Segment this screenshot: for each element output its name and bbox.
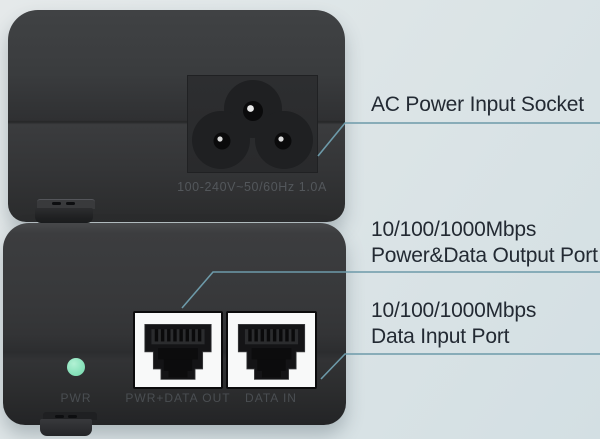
rj45-jack-icon: [237, 324, 306, 380]
voltage-rating-label: 100-240V~50/60Hz 1.0A: [177, 180, 327, 194]
power-led-indicator: [67, 358, 85, 376]
leader-line-input-port: [320, 353, 600, 380]
annotation-data-input-port: 10/100/1000Mbps Data Input Port: [371, 298, 536, 350]
annotation-line: Data Input Port: [371, 325, 510, 348]
rj45-port-data-in: [226, 311, 317, 389]
port-in-label: DATA IN: [245, 391, 297, 405]
annotation-ac-power-input-socket: AC Power Input Socket: [371, 92, 584, 118]
annotation-line: AC Power Input Socket: [371, 93, 584, 116]
rj45-port-pwr-data-out: [133, 311, 223, 389]
led-label: PWR: [60, 391, 92, 405]
annotation-line: 10/100/1000Mbps: [371, 299, 537, 322]
annotation-power-data-output-port: 10/100/1000Mbps Power&Data Output Port: [371, 217, 598, 269]
annotation-line: Power&Data Output Port: [371, 244, 598, 267]
port-out-label: PWR+DATA OUT: [125, 391, 231, 405]
leader-line-ac-socket: [317, 122, 600, 157]
injector-top-view: 100-240V~50/60Hz 1.0A: [8, 10, 345, 222]
rj45-jack-icon: [144, 324, 212, 380]
annotation-line: 10/100/1000Mbps: [371, 218, 537, 241]
c6-socket-icon: [192, 80, 313, 169]
ac-power-input-socket: [187, 75, 318, 173]
